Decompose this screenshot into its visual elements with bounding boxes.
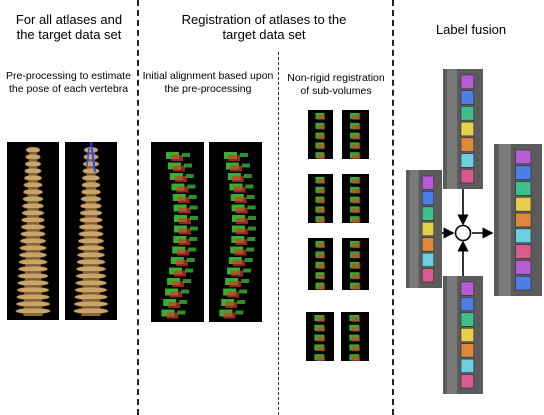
atlas-label-image-top — [443, 69, 483, 189]
fusion-node — [454, 224, 472, 242]
spine-3d-art-1 — [15, 146, 51, 316]
subvolume-image-6 — [342, 238, 369, 290]
subvolume-image-7 — [306, 312, 334, 361]
subvolume-image-4 — [342, 174, 369, 223]
header-col2: Registration of atlases to the target da… — [181, 12, 347, 42]
header-col1: For all atlases and the target data set — [15, 12, 123, 42]
subheader-col2-right: Non-rigid registration of sub-volumes — [287, 72, 385, 97]
spine-3d-image-2 — [65, 142, 117, 320]
divider-left — [137, 0, 139, 415]
subheader-col1: Pre-processing to estimate the pose of e… — [6, 70, 131, 95]
atlas-label-image-bottom — [443, 276, 483, 394]
subvolume-image-2 — [342, 110, 369, 159]
header-col3: Label fusion — [435, 22, 507, 37]
divider-middle — [278, 52, 279, 415]
subvolume-image-8 — [341, 312, 369, 361]
subheader-col2-left: Initial alignment based upon the pre-pro… — [142, 70, 274, 95]
subvolume-image-5 — [308, 238, 333, 290]
subvolume-image-1 — [308, 110, 333, 159]
atlas-label-image-left — [406, 170, 442, 288]
divider-right — [392, 0, 394, 415]
spine-3d-art-2 — [73, 142, 109, 316]
alignment-image-1 — [151, 142, 204, 322]
spine-3d-image-1 — [7, 142, 59, 320]
alignment-image-2 — [209, 142, 262, 322]
fused-label-image — [494, 144, 542, 296]
subvolume-image-3 — [308, 174, 333, 223]
